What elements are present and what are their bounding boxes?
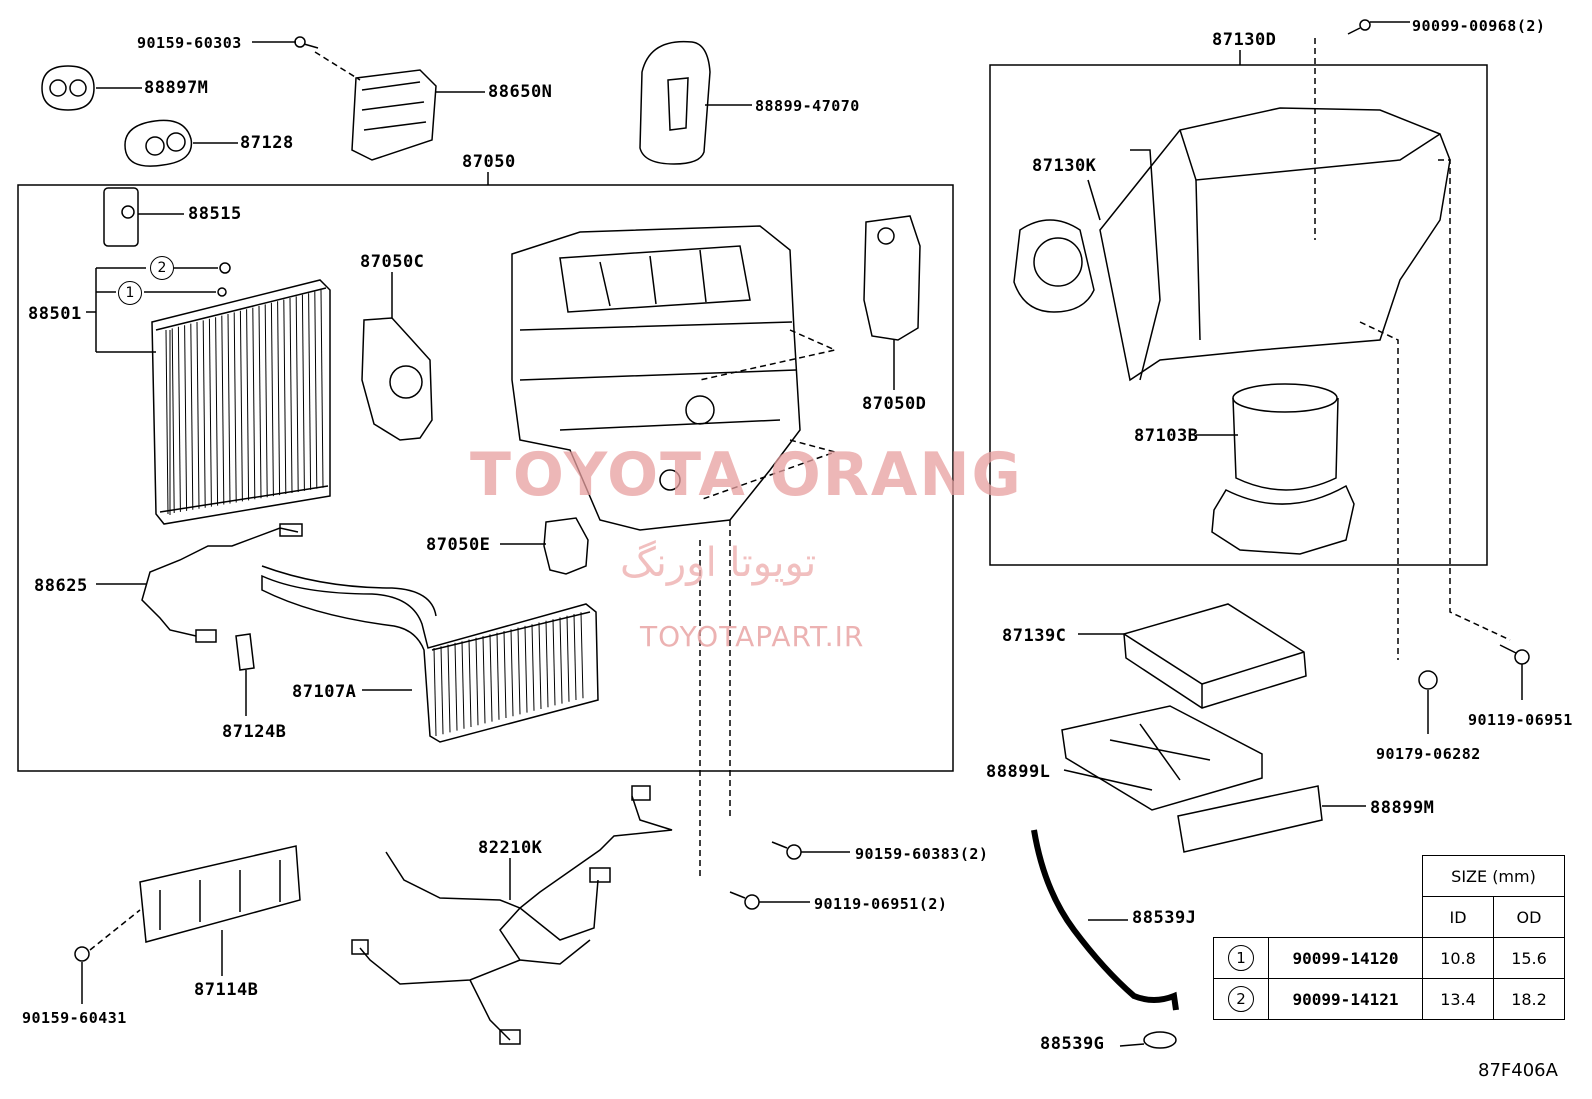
size-table-header: SIZE (mm) (1422, 855, 1565, 897)
filter-case-88899L (1061, 705, 1263, 811)
label-88899L[interactable]: 88899L (986, 762, 1051, 782)
grommet-87128 (124, 119, 193, 167)
label-87103B[interactable]: 87103B (1134, 426, 1199, 446)
label-88539J[interactable]: 88539J (1132, 908, 1197, 928)
grommet-88897M (41, 65, 95, 111)
label-88899-47070[interactable]: 88899-47070 (755, 97, 860, 115)
label-88625[interactable]: 88625 (34, 576, 88, 596)
label-82210K[interactable]: 82210K (478, 838, 543, 858)
label-87050C[interactable]: 87050C (360, 252, 425, 272)
size-row-2-od: 18.2 (1493, 978, 1565, 1020)
hvac-unit-87050 (511, 225, 801, 531)
size-row-1-part[interactable]: 90099-14120 (1268, 937, 1423, 979)
label-90119-06951-2[interactable]: 90119-06951(2) (814, 895, 948, 913)
actuator-87050E (543, 517, 589, 575)
watermark-brand: TOYOTA ORANG (470, 440, 1023, 510)
screw-90099-00968 (1347, 19, 1371, 35)
label-88899M[interactable]: 88899M (1370, 798, 1435, 818)
watermark-site: TOYOTAPART.IR (640, 620, 865, 653)
valve-88515 (103, 187, 139, 247)
label-87139C[interactable]: 87139C (1002, 626, 1067, 646)
grommet-88539G (1143, 1031, 1177, 1049)
label-90179-06282[interactable]: 90179-06282 (1376, 745, 1481, 763)
size-row-2-part[interactable]: 90099-14121 (1268, 978, 1423, 1020)
size-row-2-id: 13.4 (1422, 978, 1494, 1020)
screw-90159-60431 (74, 946, 90, 962)
cover-88899-47070 (639, 40, 711, 165)
label-88897M[interactable]: 88897M (144, 78, 209, 98)
callout-1: 1 (118, 281, 142, 305)
blower-cover-87130K (1013, 219, 1095, 313)
label-87130K[interactable]: 87130K (1032, 156, 1097, 176)
size-col-od: OD (1493, 896, 1565, 938)
filter-87139C (1123, 603, 1307, 709)
assembly-87130D-frame (989, 64, 1488, 566)
watermark-persian: تویوتا اورنگ (620, 540, 817, 586)
actuator-87050D (863, 215, 921, 341)
size-table: SIZE (mm) ID OD 1 90099-14120 10.8 15.6 … (1213, 855, 1565, 1020)
assembly-87050-frame (17, 184, 954, 772)
size-row-1-mark: 1 (1228, 945, 1254, 971)
label-90099-00968[interactable]: 90099-00968(2) (1412, 17, 1546, 35)
actuator-87050C (361, 317, 433, 441)
blower-motor-87103B (1211, 383, 1355, 555)
label-90159-60303[interactable]: 90159-60303 (137, 34, 242, 52)
evaporator-fins (165, 289, 584, 737)
heater-core-87107A (261, 565, 599, 743)
harness-82210K (351, 785, 673, 1045)
size-col-id: ID (1422, 896, 1494, 938)
module-88650N (351, 69, 437, 161)
clip-87124B (235, 633, 255, 671)
label-88501[interactable]: 88501 (28, 304, 82, 324)
diagram-reference-code: 87F406A (1478, 1060, 1558, 1081)
screw-90119-06951-2 (729, 891, 760, 910)
label-87050E[interactable]: 87050E (426, 535, 491, 555)
label-90159-60383[interactable]: 90159-60383(2) (855, 845, 989, 863)
filter-cover-88899M (1177, 785, 1323, 853)
label-87128[interactable]: 87128 (240, 133, 294, 153)
label-88650N[interactable]: 88650N (488, 82, 553, 102)
drain-hose-88539J (1031, 829, 1179, 1011)
size-row-2: 2 90099-14121 13.4 18.2 (1213, 978, 1565, 1020)
size-row-2-mark: 2 (1228, 986, 1254, 1012)
label-87107A[interactable]: 87107A (292, 682, 357, 702)
label-90159-60431[interactable]: 90159-60431 (22, 1009, 127, 1027)
screw-90159-60303 (294, 36, 319, 49)
nut-90179-06282 (1418, 670, 1438, 690)
label-87050[interactable]: 87050 (462, 152, 516, 172)
size-row-1-od: 15.6 (1493, 937, 1565, 979)
label-87124B[interactable]: 87124B (222, 722, 287, 742)
wire-88625 (141, 523, 303, 643)
ptc-heater-87114B (139, 845, 301, 943)
evaporator-88501 (151, 279, 331, 525)
screw-90159-60383 (771, 841, 802, 860)
label-88515[interactable]: 88515 (188, 204, 242, 224)
label-90119-06951[interactable]: 90119-06951 (1468, 711, 1573, 729)
blower-case-87130D (1099, 107, 1451, 382)
callout-2: 2 (150, 256, 174, 280)
label-87114B[interactable]: 87114B (194, 980, 259, 1000)
label-87050D[interactable]: 87050D (862, 394, 927, 414)
label-88539G[interactable]: 88539G (1040, 1034, 1105, 1054)
screw-90119-06951 (1499, 644, 1530, 665)
label-87130D[interactable]: 87130D (1212, 30, 1277, 50)
size-row-1-id: 10.8 (1422, 937, 1494, 979)
size-row-1: 1 90099-14120 10.8 15.6 (1213, 937, 1565, 979)
